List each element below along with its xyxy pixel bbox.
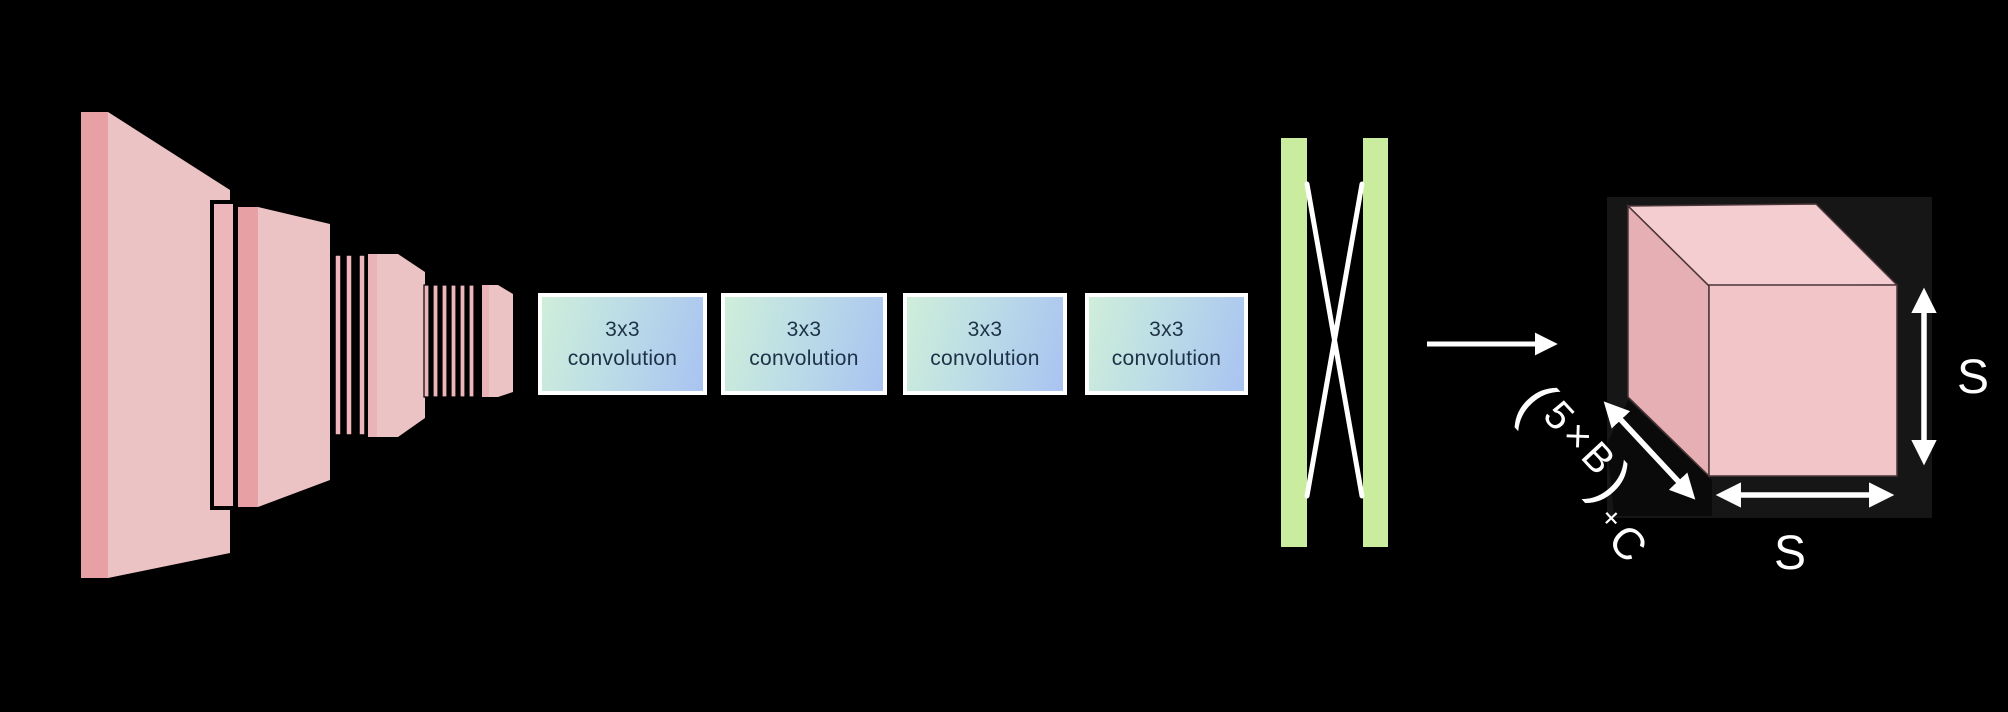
cube-front-face xyxy=(1708,284,1898,477)
conv-box-4-kernel-label: 3x3 xyxy=(1149,318,1184,341)
feature-map-1-side xyxy=(81,112,108,578)
thin-layer xyxy=(450,284,457,398)
feature-map-4-side xyxy=(482,285,489,397)
fully-connected-layers xyxy=(1281,138,1388,547)
conv-box-1-op-label: convolution xyxy=(567,347,678,370)
fc-connection-line xyxy=(1304,181,1365,499)
output-tensor: S S (5×B)+C xyxy=(1504,197,1989,580)
conv-box-4-op-label: convolution xyxy=(1111,347,1222,370)
conv-box-3-op-label: convolution xyxy=(930,347,1040,370)
conv-box-1-kernel-label: 3x3 xyxy=(605,318,640,341)
feature-map-2-front xyxy=(258,207,330,507)
conv-box-3: 3x3 convolution xyxy=(903,293,1067,395)
feature-map-2-side xyxy=(238,207,258,507)
thin-layer-group-a xyxy=(334,254,366,436)
feature-map-4-front xyxy=(482,285,513,397)
feature-map-3-side xyxy=(368,254,377,437)
thin-layer xyxy=(423,284,430,398)
thin-layer xyxy=(334,254,342,436)
thin-layer-group-b xyxy=(423,284,475,398)
feature-map-3-front xyxy=(368,254,425,437)
conv-box-2: 3x3 convolution xyxy=(721,293,887,395)
fc-layer-bar-2 xyxy=(1363,138,1388,547)
depth-dimension-arrow-icon xyxy=(1603,401,1696,500)
conv-box-3-kernel-label: 3x3 xyxy=(967,318,1003,341)
thin-layer-1 xyxy=(210,200,237,510)
thin-layer xyxy=(345,254,353,436)
thin-layer xyxy=(441,284,448,398)
grid-height-label: S xyxy=(1957,351,1989,404)
thin-layer xyxy=(432,284,439,398)
conv-box-4: 3x3 convolution xyxy=(1085,293,1248,395)
feature-map-1-front xyxy=(108,112,230,578)
grid-width-label: S xyxy=(1774,527,1806,580)
conv-box-2-kernel-label: 3x3 xyxy=(786,318,822,341)
conv-box-1: 3x3 convolution xyxy=(538,293,707,395)
conv-box-2-op-label: convolution xyxy=(749,347,859,370)
thin-layer xyxy=(358,254,366,436)
thin-layer xyxy=(459,284,466,398)
backbone-feature-maps xyxy=(81,112,513,578)
fc-layer-bar-1 xyxy=(1281,138,1307,547)
thin-layer xyxy=(468,284,475,398)
